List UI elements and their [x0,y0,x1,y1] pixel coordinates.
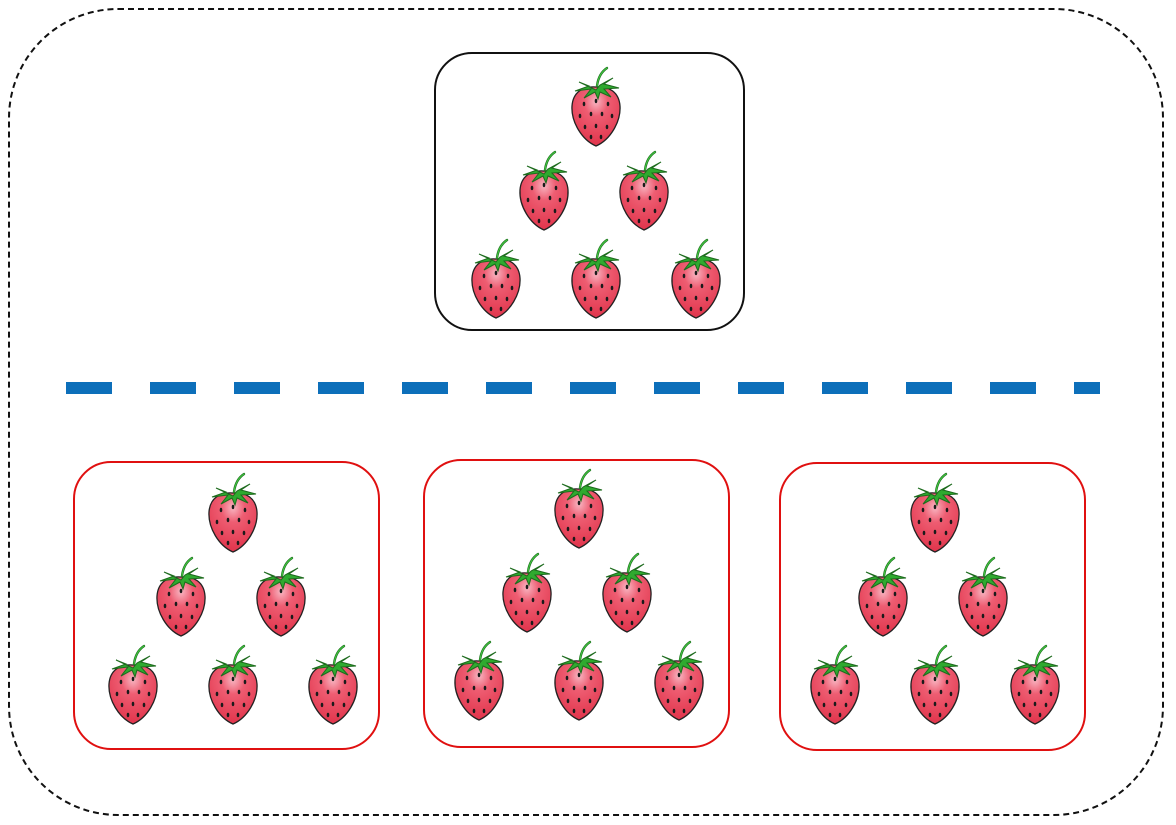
strawberry-icon [450,638,508,722]
strawberry-icon [550,466,608,550]
strawberry-icon [667,236,725,320]
strawberry-icon [906,642,964,726]
outer-dashed-frame [8,8,1164,816]
strawberry-icon [567,64,625,148]
strawberry-icon [854,554,912,638]
strawberry-icon [954,554,1012,638]
dashed-divider [66,382,1100,394]
strawberry-icon [567,236,625,320]
strawberry-icon [515,148,573,232]
strawberry-icon [252,554,310,638]
strawberry-icon [498,550,556,634]
strawberry-icon [204,470,262,554]
strawberry-icon [550,638,608,722]
strawberry-icon [1006,642,1064,726]
strawberry-icon [906,470,964,554]
strawberry-icon [615,148,673,232]
strawberry-icon [204,642,262,726]
strawberry-icon [598,550,656,634]
strawberry-icon [152,554,210,638]
strawberry-icon [467,236,525,320]
strawberry-icon [650,638,708,722]
strawberry-icon [104,642,162,726]
strawberry-icon [806,642,864,726]
strawberry-icon [304,642,362,726]
